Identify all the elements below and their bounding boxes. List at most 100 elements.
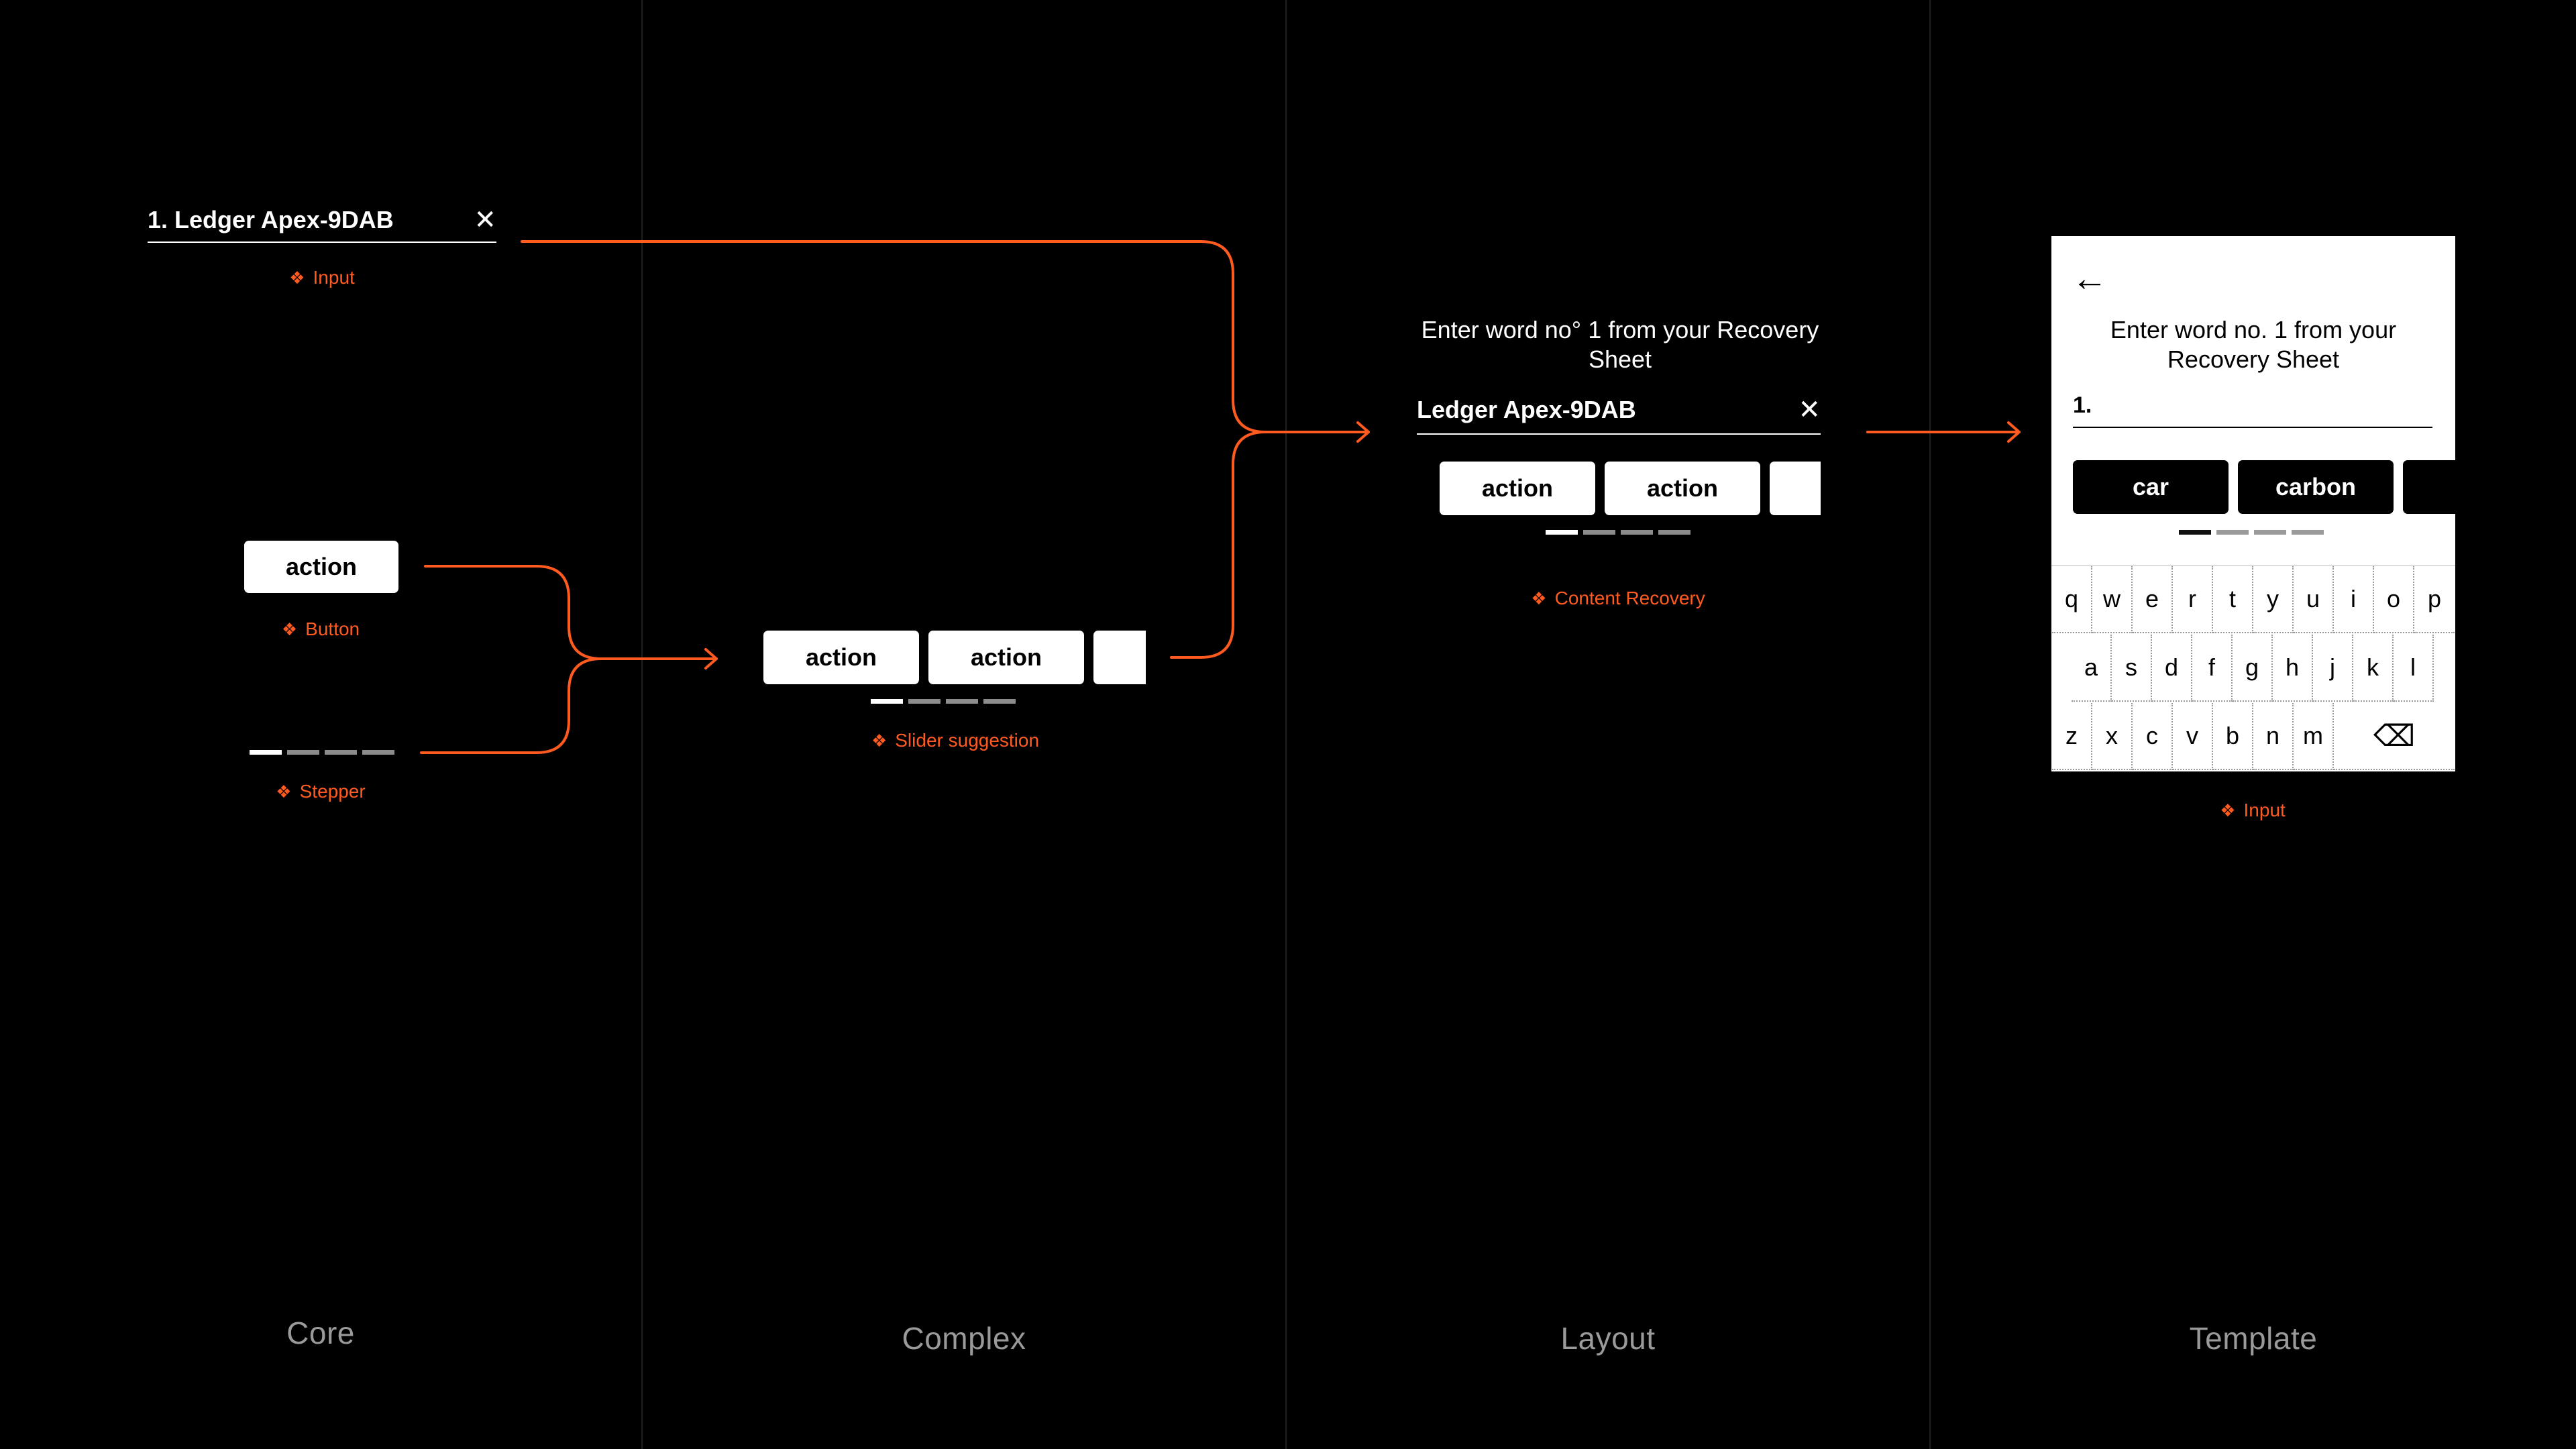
template-slider-suggestion: car carbon xyxy=(2073,460,2455,514)
stepper-step xyxy=(983,699,1016,704)
chip-label: action xyxy=(970,643,1042,671)
key[interactable]: k xyxy=(2353,635,2394,702)
stepper-step xyxy=(1658,530,1690,535)
keyboard-row-2: a s d f g h j k l xyxy=(2072,635,2434,702)
tag-layout-content-recovery: ❖ Content Recovery xyxy=(1531,588,1705,609)
column-title-layout: Layout xyxy=(1560,1321,1656,1356)
key[interactable]: s xyxy=(2112,635,2152,702)
close-icon[interactable]: ✕ xyxy=(1798,395,1821,425)
complex-stepper xyxy=(871,699,1016,704)
suggestion-chip[interactable]: carbon xyxy=(2238,460,2394,514)
key[interactable]: r xyxy=(2173,566,2213,633)
layout-input-value: Ledger Apex-9DAB xyxy=(1417,396,1636,423)
tag-icon: ❖ xyxy=(289,268,305,288)
tag-label: Content Recovery xyxy=(1554,588,1705,608)
layout-slider-suggestion: action action xyxy=(1440,462,1821,515)
stepper-step-active xyxy=(871,699,903,704)
on-screen-keyboard: q w e r t y u i o p a s d f g h j k l z … xyxy=(2051,565,2455,771)
tag-icon: ❖ xyxy=(1531,588,1547,608)
suggestion-chip[interactable] xyxy=(2403,460,2455,514)
tag-icon: ❖ xyxy=(276,782,292,802)
layout-input-field[interactable]: Ledger Apex-9DAB ✕ xyxy=(1417,386,1821,435)
key[interactable]: e xyxy=(2133,566,2173,633)
tag-icon: ❖ xyxy=(2220,800,2236,820)
key[interactable]: p xyxy=(2414,566,2455,633)
key[interactable]: t xyxy=(2213,566,2253,633)
tag-template-input: ❖ Input xyxy=(2220,800,2286,821)
chip-label: action xyxy=(1646,474,1718,502)
key[interactable]: l xyxy=(2394,635,2434,702)
template-phone-screen: ← Enter word no. 1 from your Recovery Sh… xyxy=(2051,236,2455,771)
template-input-field[interactable]: 1. xyxy=(2073,384,2432,428)
key[interactable]: q xyxy=(2052,566,2092,633)
key[interactable]: c xyxy=(2133,703,2173,770)
suggestion-chip[interactable] xyxy=(1093,631,1146,684)
stepper-step xyxy=(287,750,319,755)
suggestion-chip[interactable] xyxy=(1770,462,1821,515)
key[interactable]: d xyxy=(2152,635,2192,702)
core-input-field[interactable]: 1. Ledger Apex-9DAB ✕ xyxy=(148,199,496,243)
layout-prompt: Enter word no° 1 from your Recovery Shee… xyxy=(1421,316,1819,373)
key[interactable]: o xyxy=(2374,566,2414,633)
column-title-template: Template xyxy=(2189,1321,2318,1356)
template-prompt: Enter word no. 1 from your Recovery Shee… xyxy=(2110,316,2397,373)
stepper-step xyxy=(946,699,978,704)
suggestion-chip[interactable]: action xyxy=(1440,462,1595,515)
tag-core-input: ❖ Input xyxy=(289,267,355,288)
keyboard-row-1: q w e r t y u i o p xyxy=(2052,566,2455,633)
backspace-icon[interactable]: ⌫ xyxy=(2334,703,2455,770)
keyboard-row-3: z x c v b n m ⌫ xyxy=(2052,703,2455,770)
tag-label: Slider suggestion xyxy=(895,730,1040,751)
back-arrow-icon[interactable]: ← xyxy=(2072,258,2108,299)
chip-label: action xyxy=(1481,474,1553,502)
stepper-step xyxy=(908,699,941,704)
core-input-value: 1. Ledger Apex-9DAB xyxy=(148,206,394,233)
suggestion-chip[interactable]: action xyxy=(928,631,1084,684)
stepper-step-active xyxy=(2179,530,2211,535)
suggestion-chip[interactable]: action xyxy=(763,631,919,684)
stepper-step-active xyxy=(250,750,282,755)
suggestion-chip[interactable]: car xyxy=(2073,460,2229,514)
stepper-step xyxy=(1583,530,1615,535)
column-template: Template xyxy=(1931,0,2576,1449)
tag-label: Button xyxy=(305,619,360,639)
key[interactable]: u xyxy=(2294,566,2334,633)
stepper-step xyxy=(2216,530,2249,535)
core-stepper xyxy=(250,750,394,755)
key[interactable]: j xyxy=(2313,635,2353,702)
key[interactable]: z xyxy=(2052,703,2092,770)
suggestion-chip[interactable]: action xyxy=(1605,462,1760,515)
key[interactable]: v xyxy=(2173,703,2213,770)
key[interactable]: x xyxy=(2092,703,2133,770)
tag-complex-slider: ❖ Slider suggestion xyxy=(871,730,1039,751)
close-icon[interactable]: ✕ xyxy=(474,205,496,235)
stepper-step-active xyxy=(1546,530,1578,535)
tag-core-stepper: ❖ Stepper xyxy=(276,781,365,802)
stepper-step xyxy=(1621,530,1653,535)
tag-core-button: ❖ Button xyxy=(282,619,360,640)
tag-label: Input xyxy=(2243,800,2286,820)
key[interactable]: b xyxy=(2213,703,2253,770)
tag-label: Input xyxy=(313,267,355,288)
key[interactable]: y xyxy=(2253,566,2294,633)
key[interactable]: m xyxy=(2294,703,2334,770)
chip-label: car xyxy=(2132,473,2169,500)
tag-icon: ❖ xyxy=(281,619,298,639)
column-layout: Layout xyxy=(1287,0,1931,1449)
tag-label: Stepper xyxy=(299,781,366,802)
key[interactable]: a xyxy=(2072,635,2112,702)
key[interactable]: i xyxy=(2334,566,2374,633)
stepper-step xyxy=(2254,530,2286,535)
template-stepper xyxy=(2179,530,2324,535)
column-core: Core xyxy=(0,0,643,1449)
column-title-complex: Complex xyxy=(902,1321,1026,1356)
column-title-core: Core xyxy=(286,1316,355,1350)
key[interactable]: g xyxy=(2233,635,2273,702)
core-action-button[interactable]: action xyxy=(244,541,398,593)
layout-stepper xyxy=(1546,530,1690,535)
key[interactable]: h xyxy=(2273,635,2313,702)
key[interactable]: n xyxy=(2253,703,2294,770)
key[interactable]: w xyxy=(2092,566,2133,633)
key[interactable]: f xyxy=(2192,635,2233,702)
tag-icon: ❖ xyxy=(871,731,888,751)
